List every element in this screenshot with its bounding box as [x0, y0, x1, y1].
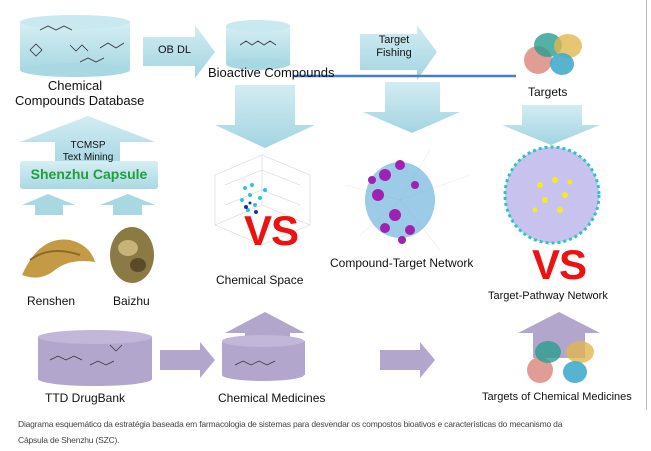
- down-arrow-compound-target: [363, 82, 460, 133]
- chemical-medicines-label: Chemical Medicines: [218, 391, 326, 405]
- chemical-space-label: Chemical Space: [216, 273, 304, 287]
- chemical-medicines-cylinder: [222, 335, 305, 381]
- tcmsp-label-line1: TCMSP: [70, 140, 106, 151]
- ob-dl-arrow: [143, 25, 215, 78]
- compound-target-network: [344, 149, 471, 251]
- baizhu-up-arrow: [100, 194, 155, 215]
- right-divider: [646, 0, 647, 410]
- purple-right-arrow-1: [160, 342, 215, 378]
- bioactive-compounds-label: Bioactive Compounds: [208, 65, 335, 80]
- targets-label: Targets: [528, 85, 568, 99]
- baizhu-label: Baizhu: [113, 294, 150, 308]
- caption-line-1: Diagrama esquemático da estratégia basea…: [18, 419, 563, 429]
- bioactive-compounds-cylinder: [226, 20, 290, 70]
- ob-dl-label: OB DL: [158, 44, 192, 56]
- target-fishing-label-line1: Target: [378, 34, 410, 46]
- compound-target-network-label: Compound-Target Network: [330, 256, 474, 270]
- baizhu-herb-image: [110, 227, 154, 283]
- renshen-label: Renshen: [27, 294, 76, 308]
- diagram-shapes: [20, 15, 601, 386]
- target-fishing-label-line2: Fishing: [376, 47, 412, 59]
- vs-label-left: VS: [244, 207, 299, 254]
- tcmsp-up-arrow: [20, 116, 155, 170]
- down-arrow-target-pathway: [502, 105, 600, 145]
- chemical-database-label-line1: Chemical: [47, 78, 103, 93]
- tcmsp-label-line2: Text Mining: [62, 152, 114, 163]
- renshen-up-arrow: [22, 194, 75, 215]
- targets-of-chemical-medicines-label: Targets of Chemical Medicines: [482, 391, 632, 403]
- target-pathway-network: [503, 145, 601, 245]
- purple-right-arrow-2: [380, 342, 435, 378]
- ttd-drugbank-label: TTD DrugBank: [45, 391, 126, 405]
- renshen-herb-image: [22, 239, 95, 278]
- chemical-database-cylinder: [20, 15, 130, 77]
- targets-protein-image: [524, 33, 582, 75]
- caption-line-2: Cápsula de Shenzhu (SZC).: [18, 435, 120, 445]
- vs-label-right: VS: [532, 241, 587, 288]
- shenzhu-capsule-label: Shenzhu Capsule: [30, 166, 148, 182]
- ttd-drugbank-cylinder: [38, 330, 152, 386]
- chemical-medicines-targets-protein-image: [527, 341, 594, 383]
- target-fishing-arrow: [360, 25, 437, 80]
- down-arrow-chemical-space: [215, 85, 315, 148]
- chemical-space-scatter-plot: [214, 154, 311, 246]
- shenzhu-capsule-box: [20, 161, 158, 189]
- chemical-database-label-line2: Compounds Database: [15, 93, 145, 108]
- target-pathway-network-label: Target-Pathway Network: [488, 290, 608, 302]
